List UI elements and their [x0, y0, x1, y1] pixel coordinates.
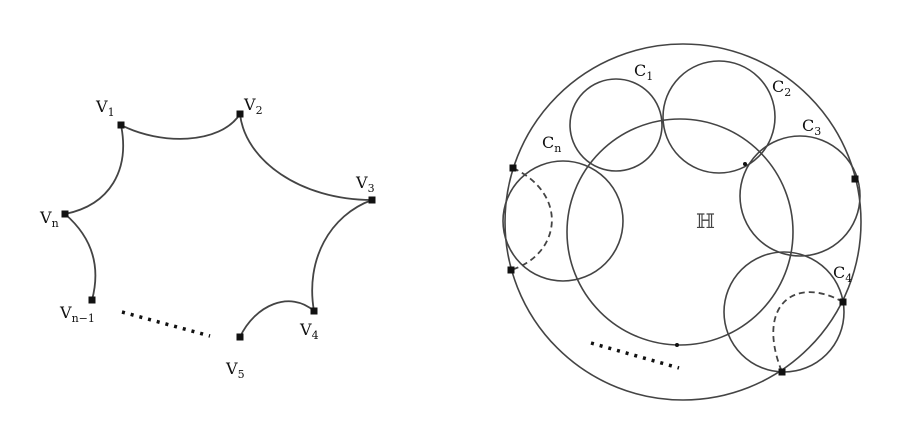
vertex-vn: [61, 210, 69, 218]
dashed-arc-right: [772, 291, 844, 373]
circle-cn: [502, 160, 624, 282]
ellipsis-dots-right: [590, 341, 680, 370]
ellipsis-dots: [121, 310, 211, 338]
edge-v1-vn: [64, 124, 125, 215]
edge-vn-vn1: [64, 213, 97, 301]
label-c2: C2: [772, 77, 791, 99]
boundary-point-1: [509, 164, 517, 172]
edge-v1-v2: [120, 113, 241, 140]
circle-chain-diagram: C1 C2 C3 C4 Cn ℍ: [502, 43, 862, 401]
boundary-point-2: [507, 266, 515, 274]
tangent-point-1: [743, 162, 747, 166]
edge-v2-v3: [239, 113, 373, 201]
vertex-v3: [368, 196, 376, 204]
boundary-point-3: [851, 175, 859, 183]
label-cn: Cn: [542, 133, 561, 155]
label-c3: C3: [802, 116, 821, 138]
dashed-arc-left: [510, 167, 553, 271]
label-v2: V2: [243, 95, 263, 117]
circle-c2: [662, 60, 776, 174]
outer-disk: [504, 43, 862, 401]
label-vn: Vn: [39, 208, 59, 230]
edge-v4-v5: [239, 300, 315, 338]
edge-v3-v4: [311, 199, 373, 312]
label-vn1: Vn−1: [59, 303, 95, 325]
label-c1: C1: [634, 61, 653, 83]
boundary-point-5: [778, 368, 786, 376]
label-v3: V3: [355, 173, 375, 195]
label-v5: V5: [225, 359, 245, 381]
vertex-v2: [236, 110, 244, 118]
circle-c1: [569, 78, 663, 172]
tangent-point-2: [675, 343, 679, 347]
vertex-v1: [117, 121, 125, 129]
label-c4: C4: [833, 263, 852, 285]
vertex-vn1: [88, 296, 96, 304]
boundary-point-4: [839, 298, 847, 306]
circle-c3: [739, 135, 861, 257]
inner-circle: [566, 118, 794, 346]
label-hyperbolic-plane: ℍ: [696, 209, 715, 233]
label-v1: V1: [95, 97, 115, 119]
circle-c4: [723, 251, 845, 373]
hyperbolic-polygon: V1 V2 V3 V4 V5 Vn Vn−1: [39, 95, 376, 381]
vertex-v4: [310, 307, 318, 315]
label-v4: V4: [299, 320, 319, 342]
vertex-v5: [236, 333, 244, 341]
